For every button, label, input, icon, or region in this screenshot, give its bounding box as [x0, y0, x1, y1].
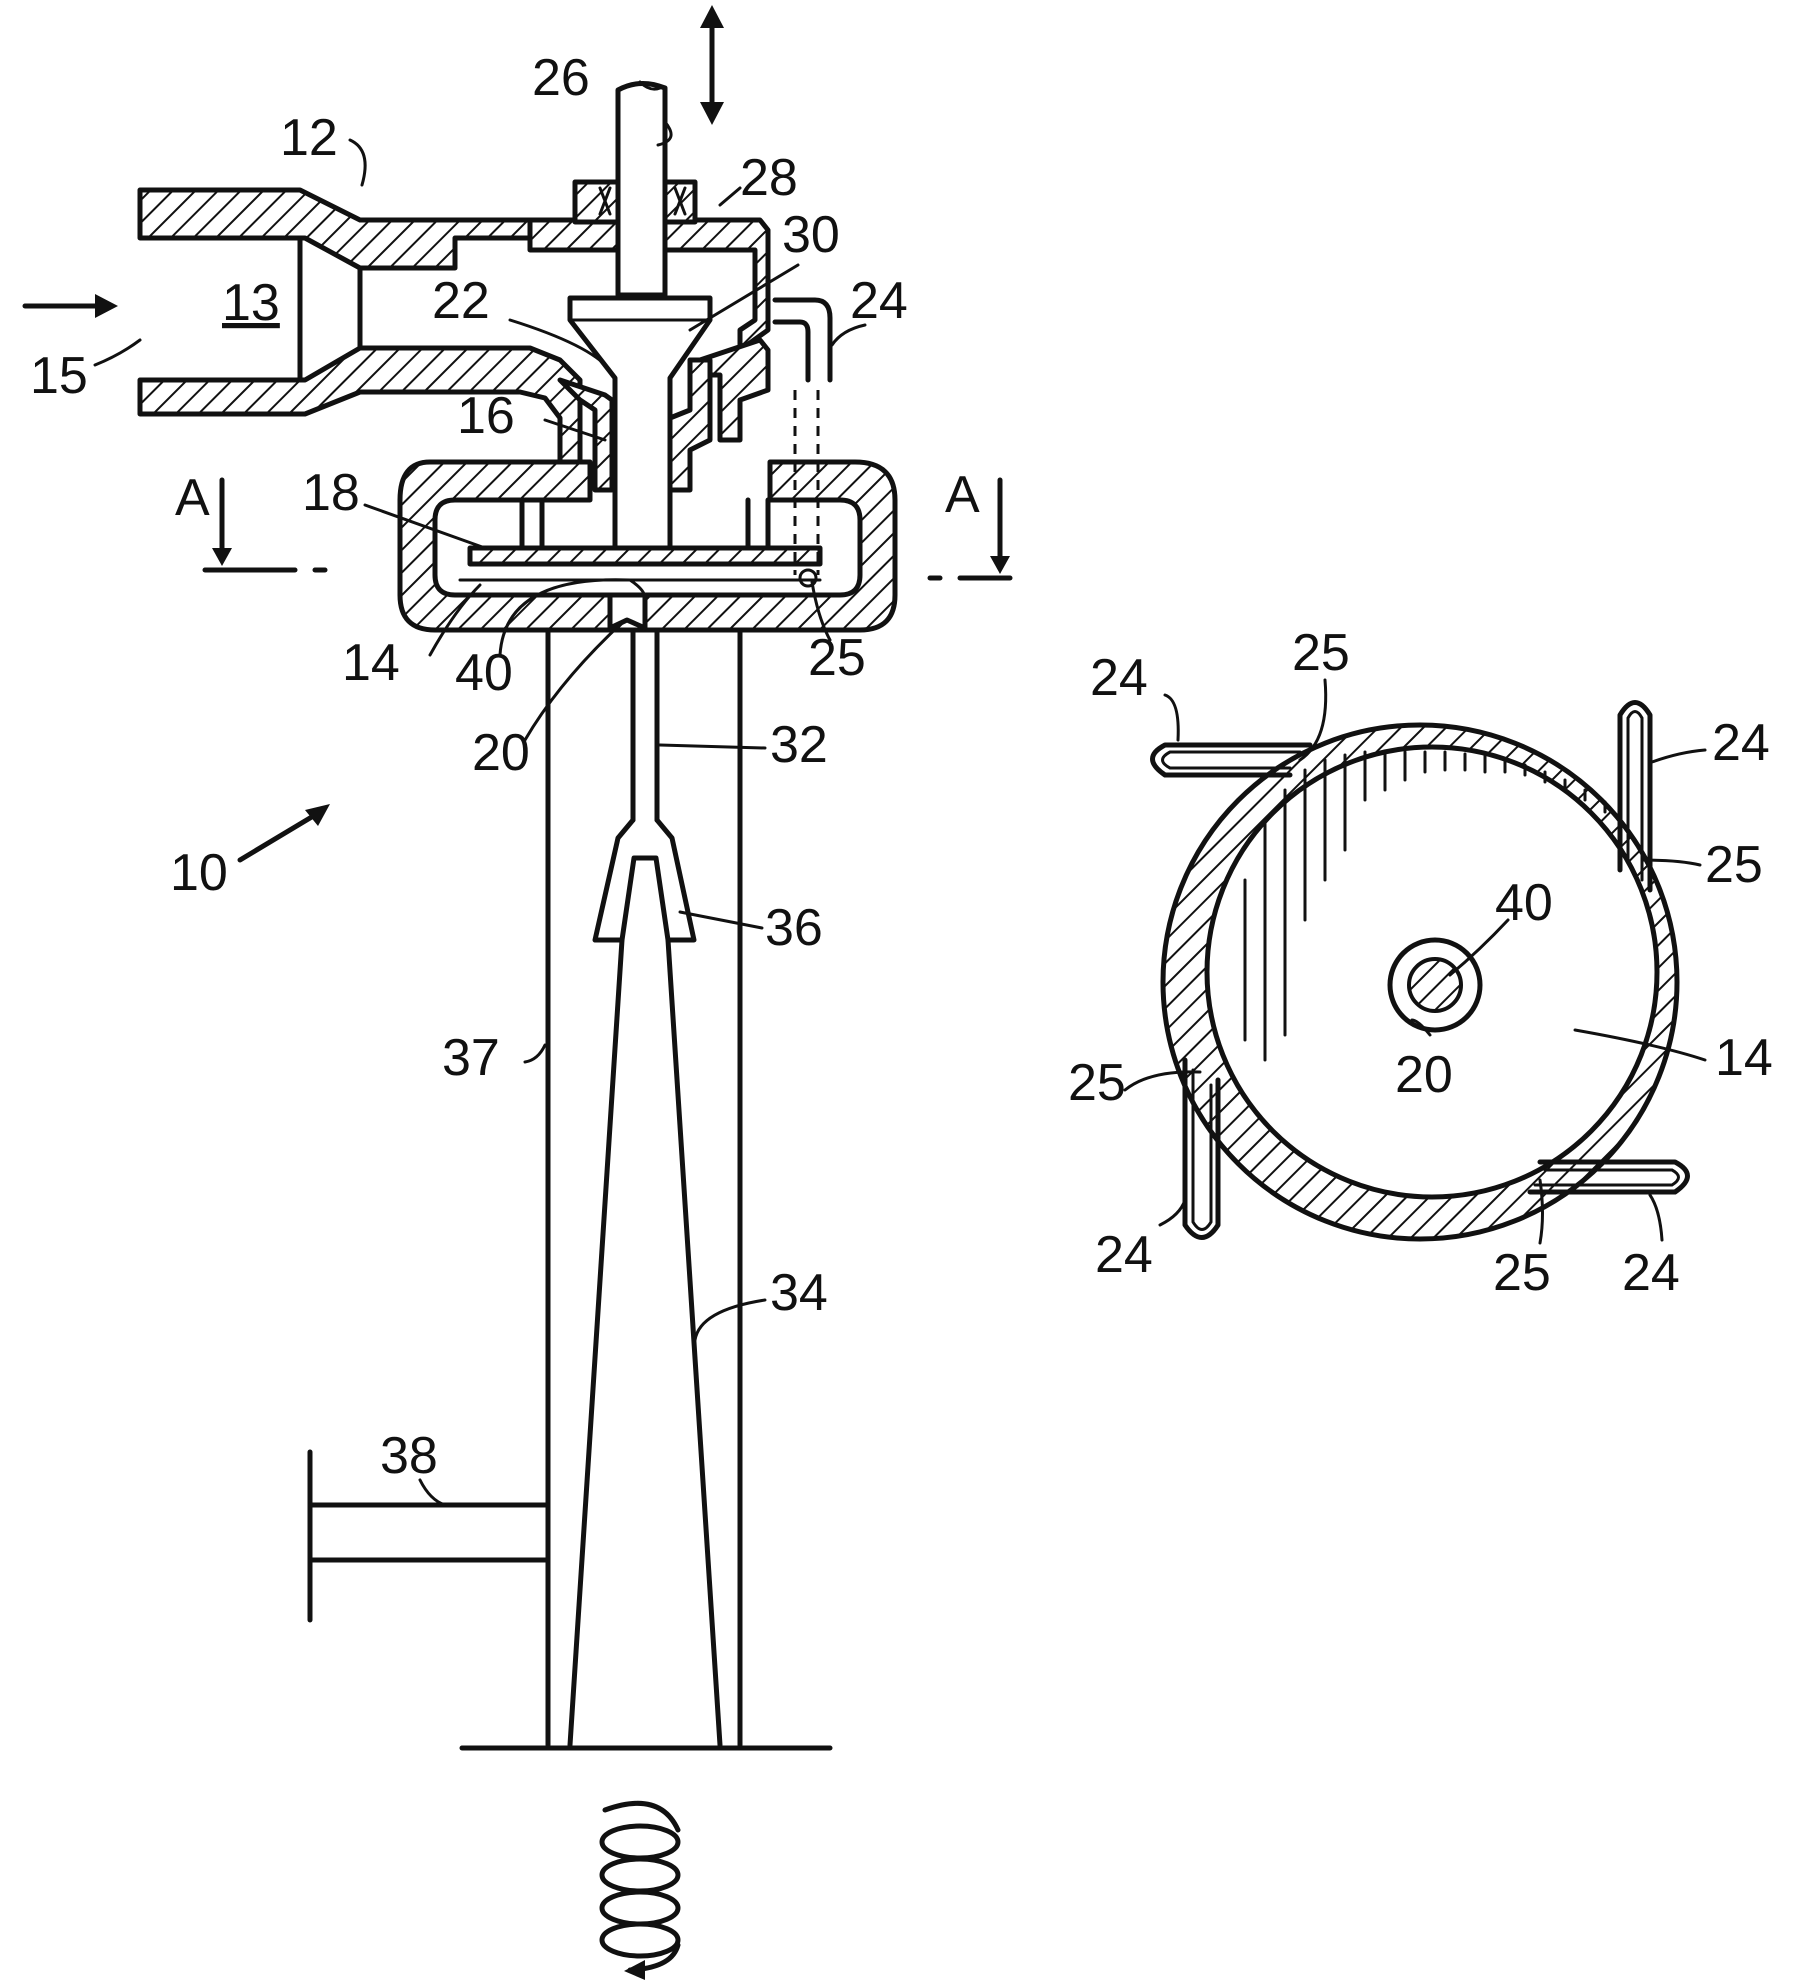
label-18: 18 [302, 464, 360, 522]
label-13: 13 [222, 274, 280, 332]
s-label-24b: 24 [1712, 714, 1770, 772]
leader-20 [525, 620, 625, 740]
label-38: 38 [380, 1427, 438, 1485]
valve-stem [618, 83, 665, 295]
leader-32 [660, 745, 765, 748]
label-36: 36 [765, 899, 823, 957]
expanding-cone-right [668, 940, 720, 1745]
s-label-24c: 24 [1095, 1226, 1153, 1284]
leader-34 [695, 1300, 765, 1340]
leader-12 [350, 140, 365, 185]
section-arrow-left-head [212, 548, 232, 566]
s-leader-24d [1650, 1195, 1662, 1240]
section-arrow-right-head [990, 556, 1010, 574]
label-14: 14 [342, 634, 400, 692]
label-28: 28 [740, 149, 798, 207]
s-label-25c: 25 [1068, 1054, 1126, 1112]
leader-15 [95, 340, 140, 365]
label-16: 16 [457, 387, 515, 445]
swirl-spiral-icon [602, 1803, 678, 1980]
stem-up-arrow [700, 5, 724, 28]
diffuser-cone [595, 820, 694, 940]
leader-28 [720, 188, 740, 205]
leader-10 [240, 812, 320, 860]
label-15: 15 [30, 347, 88, 405]
s-label-25d: 25 [1493, 1244, 1551, 1302]
label-22: 22 [432, 272, 490, 330]
s-label-24a: 24 [1090, 649, 1148, 707]
label-34: 34 [770, 1264, 828, 1322]
tangential-tube-inner [775, 322, 808, 380]
expanding-cone-left [570, 940, 622, 1745]
s-label-40: 40 [1495, 874, 1553, 932]
label-40: 40 [455, 644, 513, 702]
s-leader-24c [1160, 1200, 1185, 1225]
inlet-flow-arrow-icon [95, 294, 118, 318]
s-label-20: 20 [1395, 1046, 1453, 1104]
s-leader-24a [1165, 695, 1178, 740]
s-label-24d: 24 [1622, 1244, 1680, 1302]
label-A-right: A [945, 466, 980, 524]
label-12: 12 [280, 109, 338, 167]
elevation-view: 26 12 28 30 24 13 22 15 16 A 18 A 14 40 … [25, 5, 1010, 1980]
nozzle-core [1409, 959, 1461, 1011]
leader-10-arrow [305, 804, 330, 826]
s-label-25b: 25 [1705, 836, 1763, 894]
section-view: 24 25 24 25 40 20 14 25 24 25 24 [1068, 624, 1773, 1302]
label-25: 25 [808, 629, 866, 687]
label-A-left: A [175, 469, 210, 527]
label-20: 20 [472, 724, 530, 782]
inlet-pipe-upper-wall [140, 190, 590, 268]
label-37: 37 [442, 1029, 500, 1087]
label-24: 24 [850, 272, 908, 330]
tangential-tube [775, 300, 830, 380]
s-leader-24b [1652, 750, 1705, 762]
label-32: 32 [770, 716, 828, 774]
label-10: 10 [170, 844, 228, 902]
label-26: 26 [532, 49, 590, 107]
label-30: 30 [782, 206, 840, 264]
stem-down-arrow [700, 102, 724, 125]
leader-37 [525, 1045, 545, 1062]
s-label-14: 14 [1715, 1029, 1773, 1087]
s-label-25a: 25 [1292, 624, 1350, 682]
